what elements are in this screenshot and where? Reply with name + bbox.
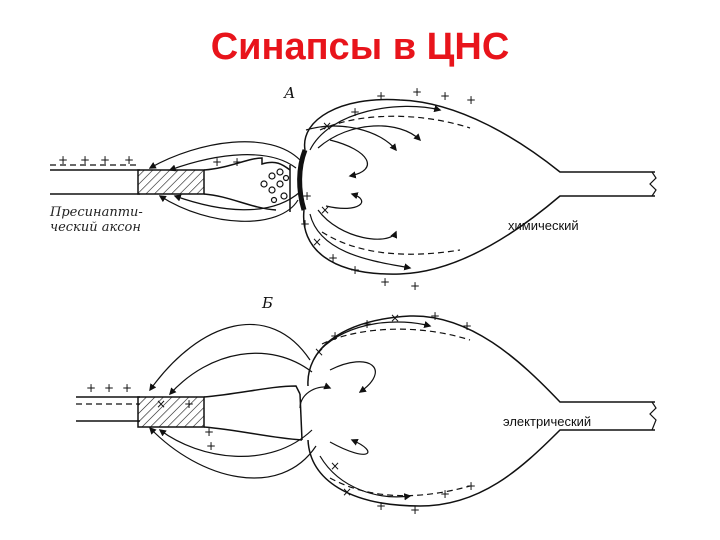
svg-text:+: +: [440, 89, 450, 103]
presynaptic-axon-label-line1: Пресинапти-: [49, 205, 143, 220]
presynaptic-axon-label-line2: ческий аксон: [50, 220, 141, 235]
membrane-dashes-a: [50, 115, 471, 255]
svg-text:×: ×: [312, 235, 322, 249]
svg-text:+: +: [462, 319, 472, 333]
svg-text:+: +: [104, 381, 114, 395]
charge-signs-a: ++ ++ ++ ++ ++ ×+ +× ++ ++ +×: [58, 85, 476, 293]
panel-b-letter: Б: [261, 294, 273, 312]
panel-b-electrical-synapse: [76, 315, 657, 507]
svg-text:×: ×: [322, 119, 332, 133]
svg-text:+: +: [328, 251, 338, 265]
panel-b-caption: электрический: [503, 414, 591, 429]
svg-text:+: +: [300, 217, 310, 231]
svg-text:+: +: [362, 317, 372, 331]
panel-a-caption: химический: [508, 218, 579, 233]
svg-text:+: +: [100, 153, 110, 167]
svg-text:+: +: [440, 487, 450, 501]
svg-text:+: +: [80, 153, 90, 167]
svg-text:+: +: [376, 499, 386, 513]
svg-text:+: +: [58, 153, 68, 167]
postsynaptic-neuron-a: [302, 98, 657, 275]
slide-title: Синапсы в ЦНС: [210, 26, 510, 68]
svg-text:+: +: [350, 263, 360, 277]
synaptic-vesicles: [260, 168, 290, 204]
panel-a-letter: А: [283, 84, 295, 102]
svg-text:+: +: [184, 397, 194, 411]
svg-text:×: ×: [342, 485, 352, 499]
svg-text:+: +: [376, 89, 386, 103]
charge-signs-b: +++ ×+ ++ +× ++ ×+ ×× ++ ++: [86, 309, 476, 517]
svg-text:+: +: [232, 155, 242, 169]
svg-text:+: +: [330, 329, 340, 343]
svg-text:+: +: [466, 93, 476, 107]
svg-text:+: +: [466, 479, 476, 493]
panel-a-chemical-synapse: [50, 98, 657, 275]
svg-text:×: ×: [156, 397, 166, 411]
svg-text:×: ×: [390, 311, 400, 325]
presynaptic-axon-b: [76, 385, 303, 441]
svg-text:×: ×: [314, 345, 324, 359]
svg-text:+: +: [86, 381, 96, 395]
svg-text:+: +: [412, 85, 422, 99]
svg-text:+: +: [302, 189, 312, 203]
svg-text:+: +: [212, 155, 222, 169]
svg-text:+: +: [124, 153, 134, 167]
svg-text:+: +: [122, 381, 132, 395]
membrane-dashes-b: [76, 328, 471, 497]
svg-text:+: +: [204, 425, 214, 439]
postsynaptic-neuron-b: [307, 315, 657, 507]
svg-text:+: +: [350, 105, 360, 119]
svg-text:+: +: [410, 279, 420, 293]
svg-text:+: +: [380, 275, 390, 289]
svg-text:+: +: [410, 503, 420, 517]
svg-text:+: +: [206, 439, 216, 453]
presynaptic-axon: [50, 157, 291, 212]
svg-text:×: ×: [320, 203, 330, 217]
svg-text:+: +: [430, 309, 440, 323]
postsynaptic-membrane: [297, 149, 308, 211]
svg-text:×: ×: [330, 459, 340, 473]
current-field-lines-a: [148, 105, 442, 271]
